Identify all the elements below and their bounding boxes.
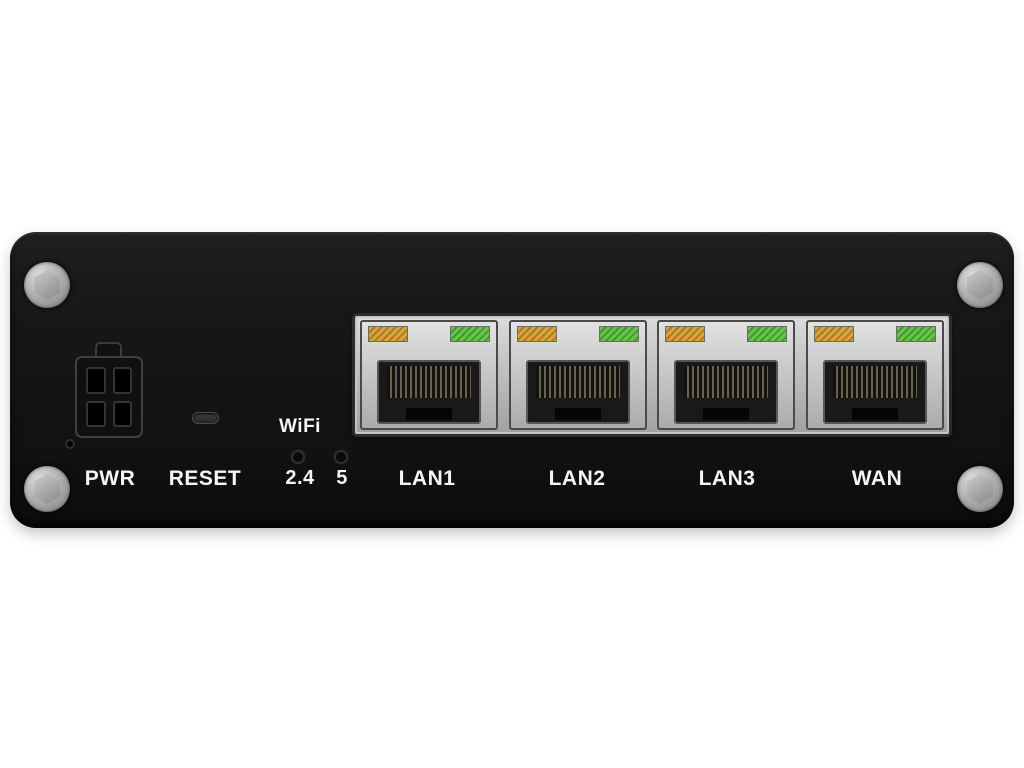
router-back-panel: PWR RESET WiFi 2.4 5	[10, 232, 1014, 528]
rj45-pins	[535, 366, 620, 398]
rj45-pins	[832, 366, 917, 398]
rj45-cavity	[674, 360, 779, 424]
screw-icon	[957, 262, 1003, 308]
hex-socket-icon	[34, 474, 60, 504]
rj45-latch-slot	[703, 408, 750, 420]
power-pin-hole	[86, 400, 106, 427]
wifi-label: WiFi	[279, 416, 321, 437]
power-connector	[75, 356, 143, 438]
hex-socket-icon	[967, 270, 993, 300]
wifi-5-led	[334, 450, 348, 464]
port-label-lan3: LAN3	[698, 467, 756, 490]
port-led-orange-icon	[516, 326, 557, 342]
reset-button	[192, 412, 219, 424]
power-pin-hole	[86, 367, 106, 394]
screw-icon	[957, 466, 1003, 512]
pwr-label: PWR	[84, 467, 136, 490]
power-led	[65, 439, 75, 449]
rj45-port-wan	[805, 320, 944, 430]
rj45-cavity	[525, 360, 630, 424]
screw-icon	[24, 466, 70, 512]
hex-socket-icon	[967, 474, 993, 504]
ethernet-port-block	[352, 313, 952, 437]
rj45-latch-slot	[554, 408, 601, 420]
wifi-2-4-led	[291, 450, 305, 464]
port-led-green-icon	[450, 326, 490, 342]
screw-icon	[24, 262, 70, 308]
rj45-pins	[387, 366, 471, 398]
rj45-port-lan2	[508, 320, 647, 430]
rj45-latch-slot	[851, 408, 898, 420]
port-led-orange-icon	[368, 326, 408, 342]
port-label-lan1: LAN1	[398, 467, 456, 490]
wifi-2-4-label: 2.4	[285, 467, 315, 489]
rj45-port-lan3	[657, 320, 796, 430]
port-label-lan2: LAN2	[548, 467, 606, 490]
port-label-wan: WAN	[851, 467, 903, 490]
rj45-cavity	[377, 360, 481, 424]
port-led-green-icon	[747, 326, 788, 342]
power-connector-latch	[95, 342, 122, 358]
port-led-green-icon	[598, 326, 639, 342]
reset-label: RESET	[168, 467, 242, 490]
power-pin-hole	[112, 400, 132, 427]
wifi-5-label: 5	[336, 467, 348, 489]
rj45-port-lan1	[360, 320, 498, 430]
power-pin-hole	[112, 367, 132, 394]
hex-socket-icon	[34, 270, 60, 300]
rj45-cavity	[822, 360, 927, 424]
port-led-orange-icon	[813, 326, 854, 342]
port-led-green-icon	[895, 326, 936, 342]
rj45-latch-slot	[406, 408, 452, 420]
port-led-orange-icon	[665, 326, 706, 342]
rj45-pins	[684, 366, 769, 398]
